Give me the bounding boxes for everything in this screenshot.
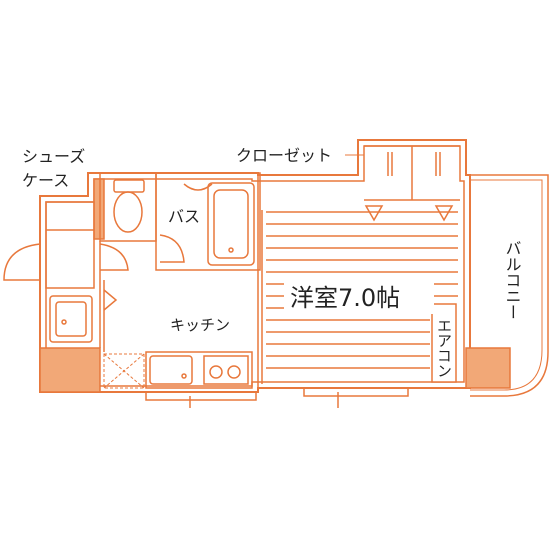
wall-block-balcony-corner [465, 347, 511, 389]
stove-icon [203, 355, 249, 385]
balcony-outline [466, 174, 549, 397]
toilet-room [99, 172, 157, 242]
kitchen-label: キッチン [170, 316, 230, 334]
bathtub-icon [183, 182, 255, 266]
sink-icon [149, 355, 193, 385]
window-room [303, 387, 409, 397]
vertical-labels: エアコン バルコニー [435, 240, 522, 378]
wall-block-entrance [39, 347, 101, 393]
shoe-cabinet-area [45, 201, 95, 289]
balcony-label: バルコニー [503, 240, 522, 320]
bath-label: バス [168, 207, 200, 226]
aircon-unit [431, 303, 457, 383]
toilet-icon [113, 179, 145, 233]
closet-door-right-icon [434, 205, 454, 222]
closet-door-left-icon [364, 205, 384, 222]
aircon-label: エアコン [435, 318, 453, 378]
windows [145, 387, 409, 408]
shoe-case-label-line1: シューズ [22, 147, 85, 166]
balcony [466, 174, 549, 397]
partitions [45, 145, 460, 392]
closet-label: クローゼット [236, 146, 332, 165]
shoe-case-label-line2: ケース [22, 171, 69, 190]
window-kitchen [145, 391, 257, 401]
refrigerator-icon [103, 353, 145, 389]
bath-room [155, 172, 261, 271]
wall-block-toilet [93, 178, 105, 240]
room-label-bg [284, 280, 434, 314]
kitchen-counter [145, 351, 253, 389]
western-room-label: 洋室7.0帖 [290, 284, 400, 312]
washing-machine-icon [49, 295, 93, 343]
labels: シューズ ケース クローゼット バス キッチン 洋室7.0帖 [22, 146, 434, 334]
door-swing-icon [3, 234, 185, 311]
closet-fixtures [345, 152, 454, 222]
